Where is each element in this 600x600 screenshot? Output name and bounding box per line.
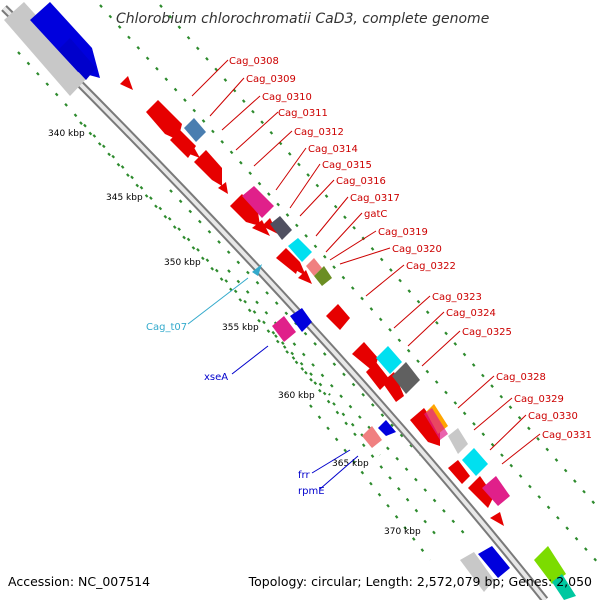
gene-label: frr (298, 470, 310, 481)
blue-gene-arrow (478, 546, 510, 578)
tick-label: 355 kbp (222, 323, 259, 333)
gene-label: rpmE (298, 486, 325, 497)
blue-gene-arrow (378, 420, 396, 436)
gene-label: Cag_0331 (542, 430, 592, 441)
steelblue-gene (184, 118, 206, 142)
label-leader-lines (187, 59, 541, 490)
tick-label: 340 kbp (48, 129, 85, 139)
magenta-gene (482, 476, 510, 506)
gene-label: Cag_0330 (528, 411, 578, 422)
gene-glyphs-colored (184, 118, 576, 600)
gene-label: Cag_0316 (336, 176, 386, 187)
gene-label: Cag_0323 (432, 292, 482, 303)
gene-label: Cag_0328 (496, 372, 546, 383)
olive-gene (314, 266, 332, 286)
gene-label: Cag_0311 (278, 108, 328, 119)
gene-label: Cag_0329 (514, 394, 564, 405)
blue-gene-arrow (290, 308, 312, 332)
gene-labels: Cag_0308 Cag_0309 Cag_0310 Cag_0311 Cag_… (146, 56, 592, 497)
tick-label: 365 kbp (332, 459, 369, 469)
gene-label: Cag_0325 (462, 327, 512, 338)
tick-label: 370 kbp (384, 527, 421, 537)
genome-summary-text: Topology: circular; Length: 2,572,079 bp… (248, 574, 592, 589)
tick-dot-lines (17, 4, 600, 566)
darkslate-gene (270, 216, 292, 240)
cyan-gene (462, 448, 488, 476)
gene-label: Cag_0317 (350, 193, 400, 204)
map-title: Chlorobium chlorochromatii CaD3, complet… (116, 11, 489, 27)
gene-label: Cag_0310 (262, 92, 312, 103)
gene-label: Cag_t07 (146, 322, 187, 333)
green-gene (534, 546, 566, 584)
gene-label: gatC (364, 209, 387, 220)
gene-label: Cag_0320 (392, 244, 442, 255)
pink-gene (362, 426, 382, 448)
accession-text: Accession: NC_007514 (8, 574, 150, 589)
tick-label: 345 kbp (106, 193, 143, 203)
tick-label: 360 kbp (278, 391, 315, 401)
gene-label: Cag_0315 (322, 160, 372, 171)
magenta-gene (424, 408, 448, 440)
darkgray-gene (392, 362, 420, 394)
lightgray-gene (448, 428, 468, 454)
gene-label: Cag_0309 (246, 74, 296, 85)
cyan-gene (376, 346, 402, 374)
gene-label: Cag_0324 (446, 308, 496, 319)
gene-glyphs-topleft (4, 2, 100, 96)
gray-gene-block (4, 2, 90, 96)
gene-label: Cag_0312 (294, 127, 344, 138)
teal-gene (552, 574, 576, 600)
lightgray-gene (460, 552, 494, 592)
gene-label: Cag_0322 (406, 261, 456, 272)
gene-label: Cag_0308 (229, 56, 279, 67)
gene-label: xseA (204, 372, 228, 383)
gene-label: Cag_0314 (308, 144, 358, 155)
pink-gene (306, 258, 322, 276)
magenta-gene (242, 186, 274, 218)
magenta-gene (272, 316, 296, 342)
blue-gene-arrow (58, 38, 96, 80)
gene-label: Cag_0319 (378, 227, 428, 238)
gene-glyphs-red (120, 76, 504, 526)
kbp-tick-labels: 340 kbp 345 kbp 350 kbp 355 kbp 360 kbp … (48, 129, 421, 537)
tick-label: 350 kbp (164, 258, 201, 268)
cyan-trna-gene (252, 264, 262, 276)
cyan-gene (288, 238, 312, 262)
